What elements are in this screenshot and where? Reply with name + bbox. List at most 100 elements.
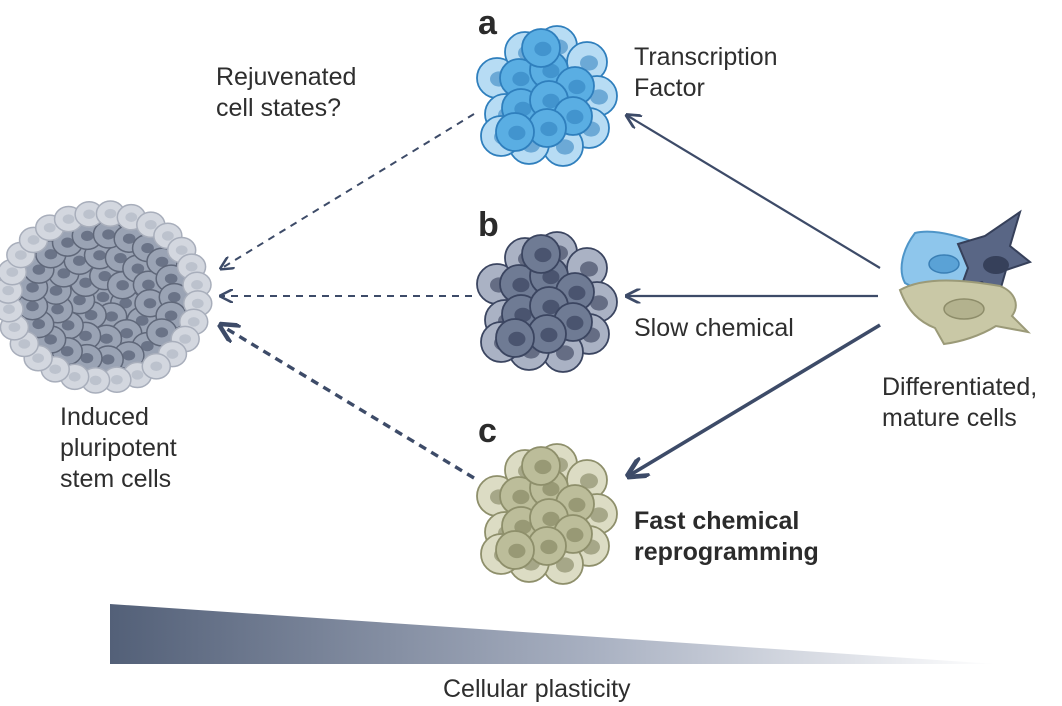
cluster-a-back-cell-nucleus xyxy=(590,89,608,105)
ipsc-cell-nucleus xyxy=(44,334,57,345)
cluster-c-back-cell-nucleus xyxy=(580,473,598,489)
ipsc-cell-nucleus xyxy=(93,250,106,261)
ipsc-cell-nucleus xyxy=(185,261,198,272)
ipsc-cell-nucleus xyxy=(98,271,112,282)
cluster-b-icon xyxy=(476,231,618,373)
cluster-a-cell-nucleus xyxy=(508,125,526,141)
ipsc-cell-nucleus xyxy=(81,230,94,241)
ipsc-cell-nucleus xyxy=(26,282,39,293)
ipsc-cell-nucleus xyxy=(116,280,129,291)
ipsc-cell-nucleus xyxy=(155,256,169,267)
cluster-b-cell-nucleus xyxy=(540,327,558,343)
ipsc-cell-nucleus xyxy=(125,212,138,222)
ipsc-cell-nucleus xyxy=(150,361,163,371)
ipsc-cell-nucleus xyxy=(68,372,81,382)
arrow-transcription-factor xyxy=(628,116,881,269)
cluster-b-cell-nucleus xyxy=(508,331,526,347)
ipsc-cell-nucleus xyxy=(143,298,157,309)
cluster-a-cell-nucleus xyxy=(540,121,558,137)
ipsc-cell-nucleus xyxy=(105,311,118,322)
ipsc-cell-nucleus xyxy=(32,264,46,275)
ipsc-cell-nucleus xyxy=(80,352,94,364)
cluster-b-cell-nucleus xyxy=(566,315,584,331)
label-transcription-factor: Transcription Factor xyxy=(634,43,778,102)
ipsc-cell-nucleus xyxy=(141,242,154,254)
cluster-a-cell-nucleus xyxy=(566,109,584,125)
mature-cells-icon xyxy=(898,209,1033,346)
ipsc-cell-nucleus xyxy=(3,304,15,314)
dashed-arrow-a xyxy=(222,113,475,268)
cluster-c-cell-nucleus xyxy=(534,459,552,475)
cluster-b-back-cell-nucleus xyxy=(590,295,608,311)
cluster-a-back-cell-nucleus xyxy=(580,55,598,71)
cluster-b-cell-nucleus xyxy=(568,285,586,301)
ipsc-cell-nucleus xyxy=(8,322,21,333)
ipsc-cell-nucleus xyxy=(32,353,45,363)
cluster-a-cell-nucleus xyxy=(568,79,586,95)
ipsc-cell-nucleus xyxy=(104,208,117,219)
ipsc-cell-nucleus xyxy=(18,339,31,349)
label-slow-chemical: Slow chemical xyxy=(634,314,794,342)
cluster-a-cell-nucleus xyxy=(512,71,530,87)
cluster-a-back-cell-nucleus xyxy=(556,139,574,155)
ipsc-cell-nucleus xyxy=(2,285,15,296)
ipsc-cell-nucleus xyxy=(27,235,40,245)
cluster-c-cell-nucleus xyxy=(542,481,560,497)
label-ipsc: Induced pluripotent stem cells xyxy=(60,403,177,493)
plasticity-gradient-wedge xyxy=(110,604,996,664)
ipsc-cell-nucleus xyxy=(191,298,204,309)
ipsc-cell-nucleus xyxy=(114,253,127,264)
ipsc-cell-nucleus xyxy=(49,364,62,375)
ipsc-cell-nucleus xyxy=(175,245,188,255)
ipsc-cell-nucleus xyxy=(191,280,203,290)
cluster-c-cell-nucleus xyxy=(542,511,560,527)
ipsc-cell-nucleus xyxy=(120,328,133,339)
cluster-a-cell-nucleus xyxy=(534,41,552,57)
ipsc-cell-nucleus xyxy=(164,310,178,321)
cluster-b-back-cell-nucleus xyxy=(580,261,598,277)
ipsc-cell-nucleus xyxy=(61,320,75,331)
ipsc-cell-nucleus xyxy=(73,294,86,306)
cluster-a-icon xyxy=(476,25,618,167)
ipsc-cell-nucleus xyxy=(131,370,144,380)
ipsc-cell-nucleus xyxy=(79,277,92,288)
ipsc-cell-nucleus xyxy=(166,349,179,359)
cluster-b-cell-nucleus xyxy=(542,269,560,285)
ipsc-cell-nucleus xyxy=(83,209,96,220)
panel-letter-b: b xyxy=(478,206,499,244)
label-fast-chemical: Fast chemical reprogramming xyxy=(634,507,819,566)
ipsc-cell-nucleus xyxy=(144,219,157,230)
cluster-c-cell-nucleus xyxy=(512,489,530,505)
cluster-a-cell-nucleus xyxy=(542,93,560,109)
ipsc-cell-nucleus xyxy=(6,267,19,277)
ipsc-cell-nucleus xyxy=(119,298,132,309)
ipsc-cell-nucleus xyxy=(57,268,71,279)
ipsc-cell-nucleus xyxy=(167,292,181,303)
ipsc-cell-nucleus xyxy=(73,255,86,266)
ipsc-cell-nucleus xyxy=(155,327,169,338)
panel-letter-a: a xyxy=(478,4,497,42)
cluster-b-cell-nucleus xyxy=(534,247,552,263)
ipsc-cell-nucleus xyxy=(14,250,27,260)
arrow-fast-chemical xyxy=(630,323,881,475)
ipsc-cell-nucleus xyxy=(101,354,115,365)
label-mature-cells: Differentiated, mature cells xyxy=(882,373,1038,432)
ipsc-cell-nucleus xyxy=(141,341,154,352)
cluster-c-cell-nucleus xyxy=(540,539,558,555)
ipsc-cell-nucleus xyxy=(60,346,74,357)
ipsc-cell-nucleus xyxy=(89,375,102,386)
cluster-c-cell-nucleus xyxy=(508,543,526,559)
ipsc-cell-nucleus xyxy=(43,223,56,233)
ipsc-cell-nucleus xyxy=(122,350,136,361)
axis-label-plasticity: Cellular plasticity xyxy=(443,675,631,703)
ipsc-cell-nucleus xyxy=(179,334,192,344)
ipsc-cell-nucleus xyxy=(44,249,58,260)
label-rejuvenated: Rejuvenated cell states? xyxy=(216,63,357,122)
cluster-a-cell-nucleus xyxy=(542,63,560,79)
ipsc-cell-nucleus xyxy=(26,301,39,312)
ipsc-colony-icon xyxy=(0,200,213,394)
ipsc-cell-nucleus xyxy=(135,315,149,326)
ipsc-cell-nucleus xyxy=(79,330,92,341)
dashed-arrow-c xyxy=(222,326,475,480)
panel-letter-c: c xyxy=(478,412,497,450)
